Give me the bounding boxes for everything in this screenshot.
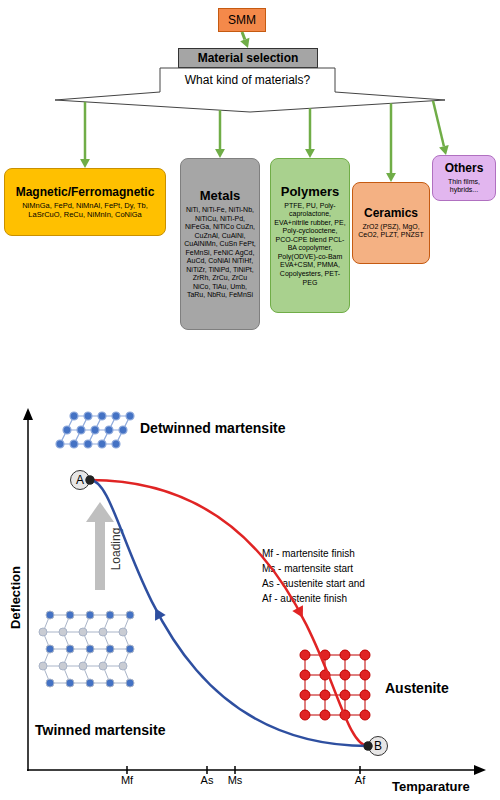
arrow-head [292, 605, 303, 618]
node-heading: B [374, 739, 382, 754]
connector [305, 108, 315, 158]
connector [80, 102, 90, 168]
node-body: PTFE, PU, Poly-caprolactone, EVA+nitrile… [274, 202, 346, 287]
connector-line [242, 32, 245, 40]
node-body: ZrO2 (PSZ), MgO, CeO2, PLZT, PNZST [356, 223, 426, 240]
category-box: CeramicsZrO2 (PSZ), MgO, CeO2, PLZT, PNZ… [352, 182, 430, 264]
note-text: Mf - martensite finish [262, 548, 355, 559]
loading-label: Loading [109, 523, 123, 575]
node-heading: Metals [200, 188, 240, 204]
start-box: SMM [218, 8, 266, 32]
node-heading: A [76, 473, 84, 488]
note-text: Ms - martensite start [262, 563, 353, 574]
transformation-curve [90, 480, 368, 746]
tick-label: Mf [112, 774, 142, 786]
state-label: Detwinned martensite [140, 420, 285, 436]
question-callout: What kind of materials? [55, 68, 445, 112]
state-label: Austenite [385, 680, 449, 696]
node-heading: Polymers [281, 184, 340, 200]
arrow-head [215, 149, 225, 158]
category-box: MetalsNiTi, NiTi-Fe, NiTi-Nb, NiTiCu, Ni… [180, 158, 260, 330]
process-box: Material selection [178, 48, 318, 68]
chart-axes [23, 408, 486, 775]
arrow-head [240, 38, 249, 48]
connector-line [219, 110, 222, 149]
transformation-curve [90, 480, 368, 746]
note-text: As - austenite start and [262, 578, 365, 589]
axis-title: Temparature [392, 779, 470, 794]
node-heading: Ceramics [364, 206, 418, 221]
connector [86, 476, 373, 751]
connector-line [309, 108, 312, 149]
connector [240, 32, 249, 48]
arrow-head [155, 608, 166, 621]
tick-label: Ms [220, 774, 250, 786]
tick-label: Af [345, 774, 375, 786]
arrow-head [305, 149, 315, 158]
node-heading: Magnetic/Ferromagnetic [16, 185, 155, 200]
category-box: PolymersPTFE, PU, Poly-caprolactone, EVA… [270, 158, 350, 313]
point-circle: B [368, 736, 388, 756]
category-box: OthersThin films, hybrids... [432, 155, 496, 201]
node-heading: Material selection [198, 51, 299, 66]
arrow-head [439, 145, 449, 155]
state-label: Twinned martensite [35, 722, 165, 738]
node-body: NiTi, NiTi-Fe, NiTi-Nb, NiTiCu, NiTi-Pd,… [184, 206, 256, 300]
twinned-lattice [39, 611, 134, 687]
point-circle: A [70, 470, 90, 490]
connector-line [390, 103, 393, 173]
connector-line [84, 102, 87, 159]
node-heading: SMM [228, 13, 256, 28]
connector [86, 476, 373, 751]
axis-title: Deflection [8, 558, 23, 638]
node-heading: What kind of materials? [160, 73, 335, 88]
connector [215, 110, 225, 158]
node-body: NiMnGa, FePd, NiMnAl, FePt, Dy, Tb, LaSr… [8, 201, 162, 219]
node-body: Thin films, hybrids... [436, 178, 492, 195]
connector-line [433, 101, 444, 147]
detwinned-lattice [56, 412, 134, 448]
connector [433, 101, 449, 155]
tick-label: As [192, 774, 222, 786]
austenite-lattice [300, 650, 370, 720]
node-heading: Others [445, 161, 484, 176]
arrow-head [80, 159, 90, 168]
note-text: Af - austenite finish [262, 593, 347, 604]
callout-shape [55, 68, 445, 112]
connector [386, 103, 396, 182]
arrow-head [386, 173, 396, 182]
category-box: Magnetic/FerromagneticNiMnGa, FePd, NiMn… [4, 168, 166, 236]
